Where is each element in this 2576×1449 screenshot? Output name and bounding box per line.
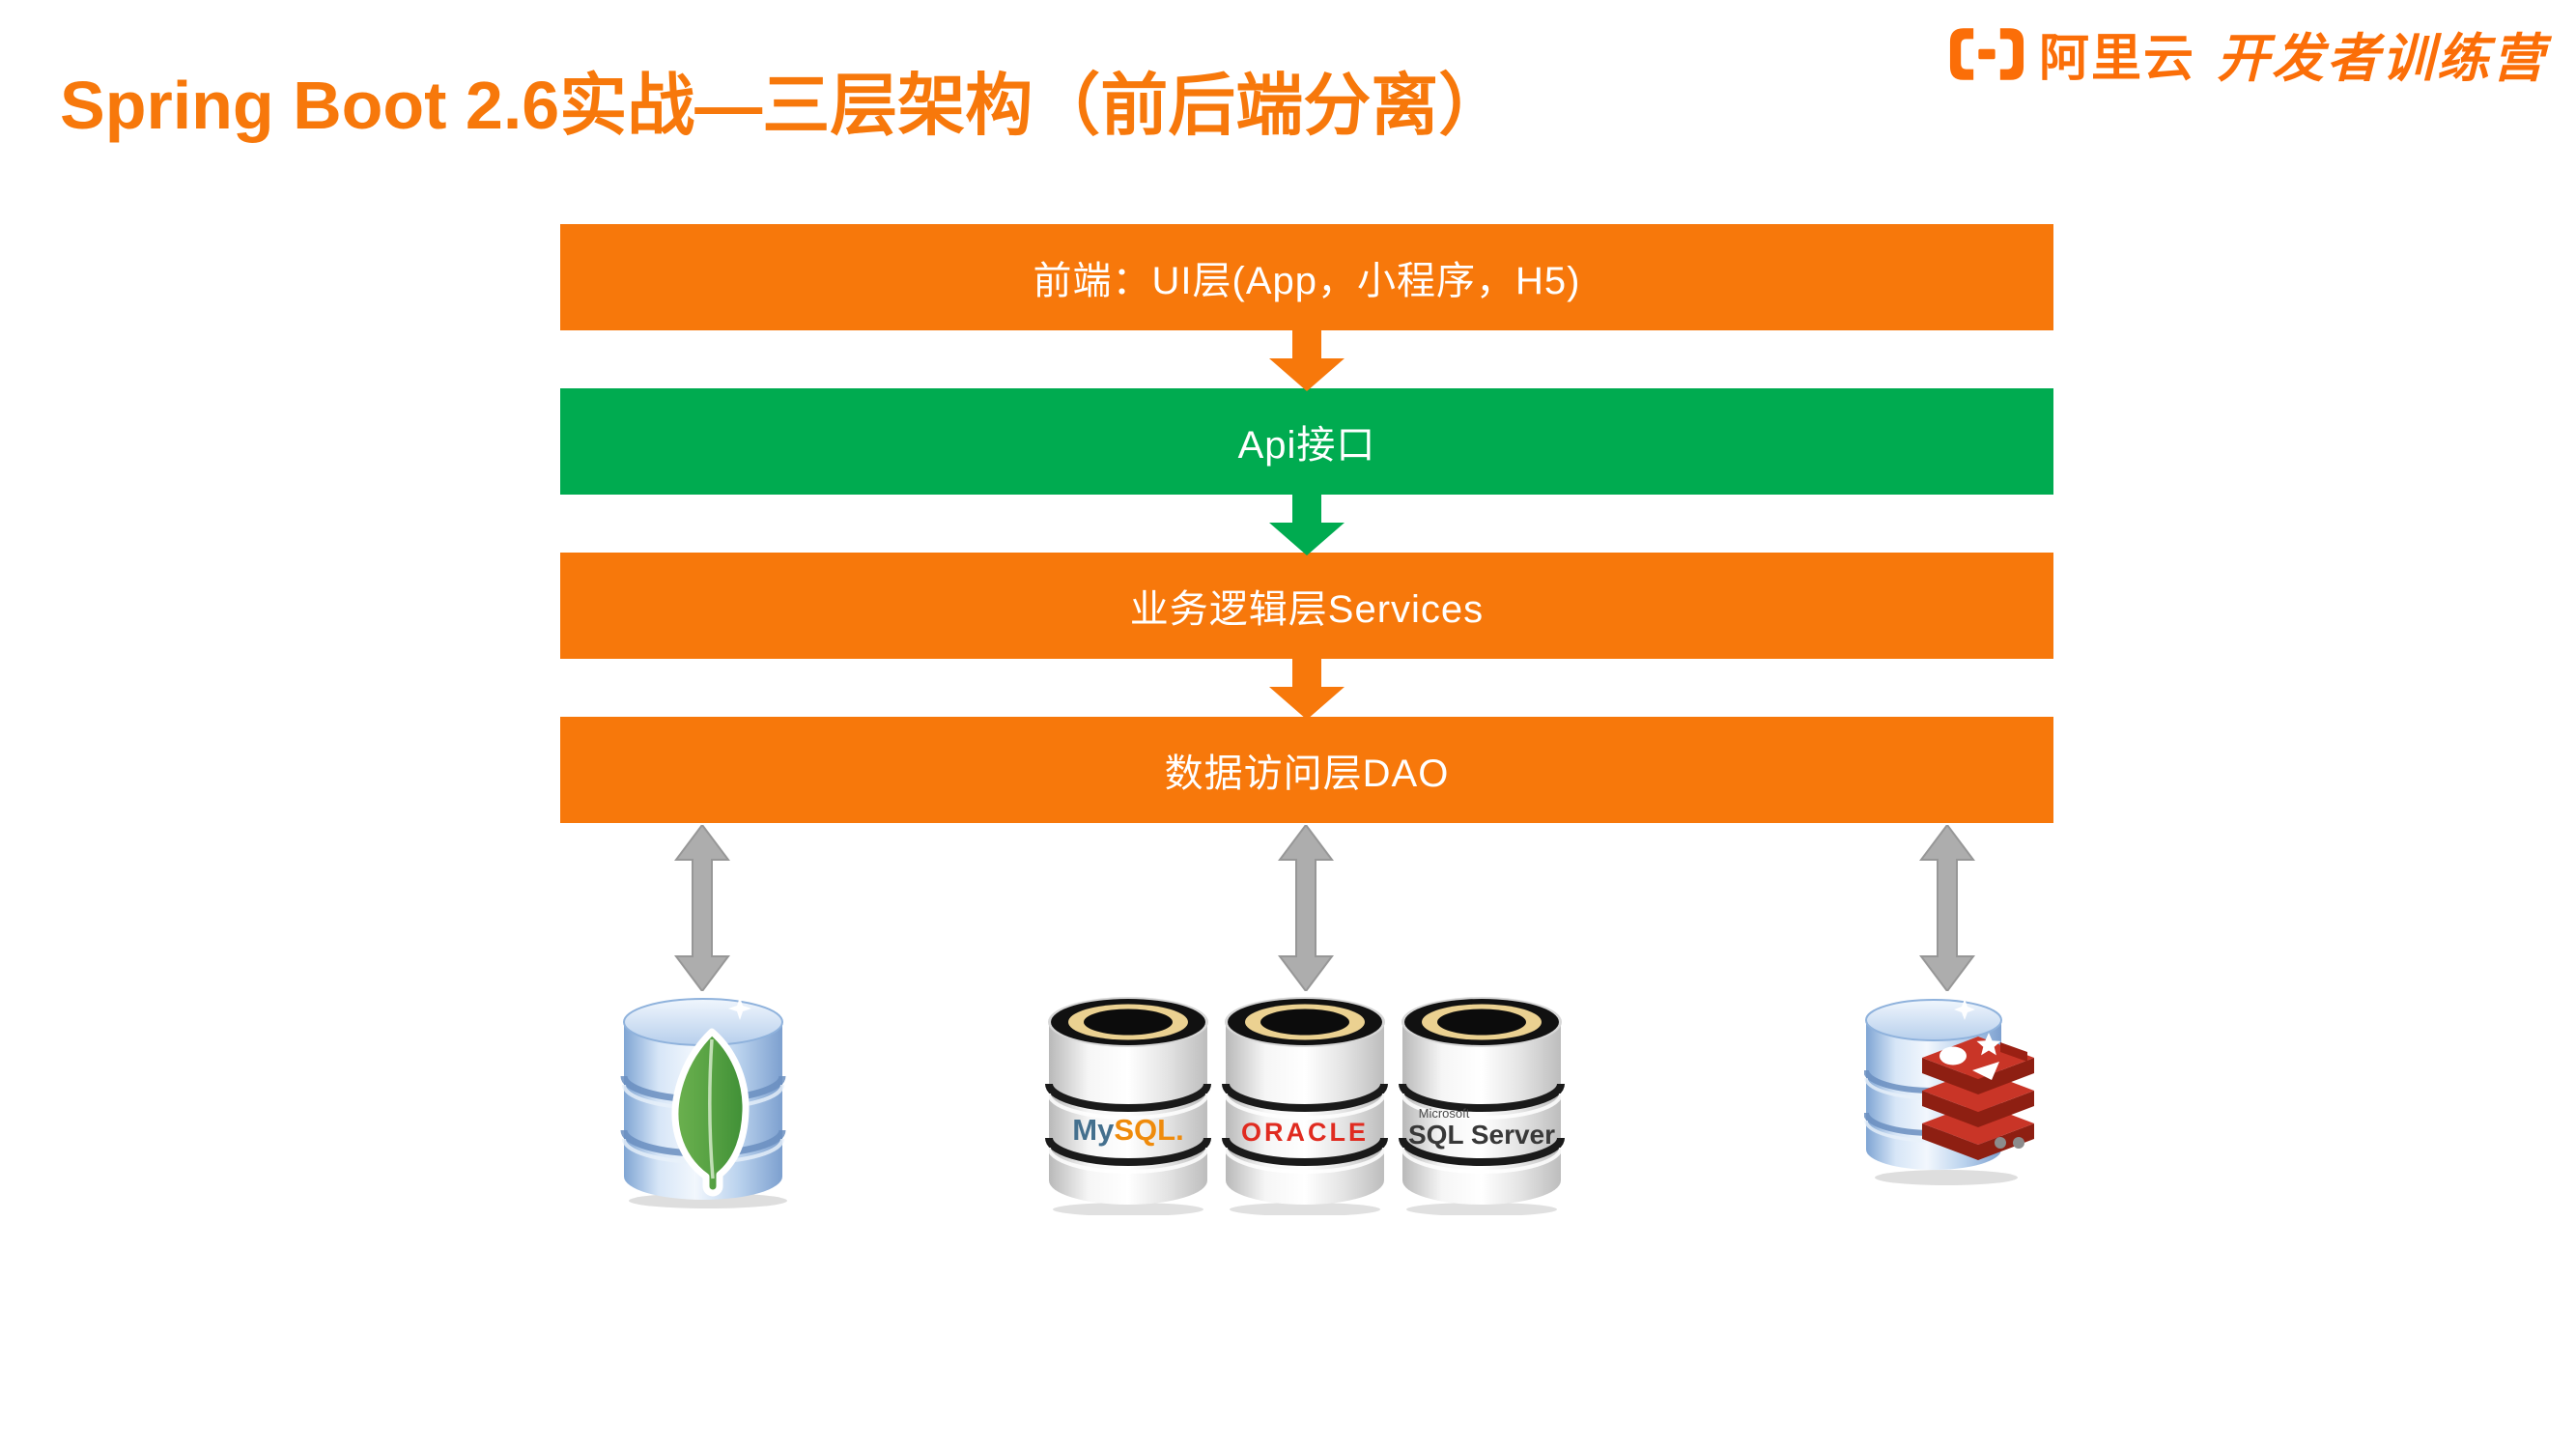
layer-services: 业务逻辑层Services — [560, 553, 2053, 659]
down-arrow-icon — [1269, 327, 1345, 391]
double-arrow-icon — [1278, 825, 1334, 991]
layer-dao: 数据访问层DAO — [560, 717, 2053, 823]
program-text: 开发者训练营 — [2217, 30, 2547, 88]
double-arrow-icon — [1919, 825, 1975, 991]
layer-api: Api接口 — [560, 388, 2053, 495]
alibaba-cloud-brackets-icon — [1949, 27, 2024, 80]
sqlserver-cylinder-icon — [1399, 997, 1565, 1215]
brand-text: 阿里云 — [2038, 31, 2195, 87]
down-arrow-icon — [1269, 656, 1345, 720]
mongodb-cylinder-icon — [620, 997, 787, 1208]
layer-dao-label: 数据访问层DAO — [1164, 753, 1450, 795]
mysql-cylinder-icon — [1045, 997, 1211, 1215]
alibaba-cloud-logo: 阿里云 开发者训练营 — [1944, 15, 2547, 92]
redis-cylinder-icon — [1864, 999, 2034, 1185]
double-arrow-icon — [674, 825, 730, 991]
page-title: Spring Boot 2.6实战—三层架构（前后端分离） — [60, 68, 1507, 143]
layer-api-label: Api接口 — [1237, 424, 1376, 467]
oracle-cylinder-icon — [1222, 997, 1388, 1215]
layer-services-label: 业务逻辑层Services — [1129, 588, 1485, 631]
layer-frontend-ui: 前端：UI层(App，小程序，H5) — [560, 224, 2053, 330]
layer-frontend-label: 前端：UI层(App，小程序，H5) — [1033, 260, 1581, 302]
down-arrow-icon — [1269, 492, 1345, 555]
